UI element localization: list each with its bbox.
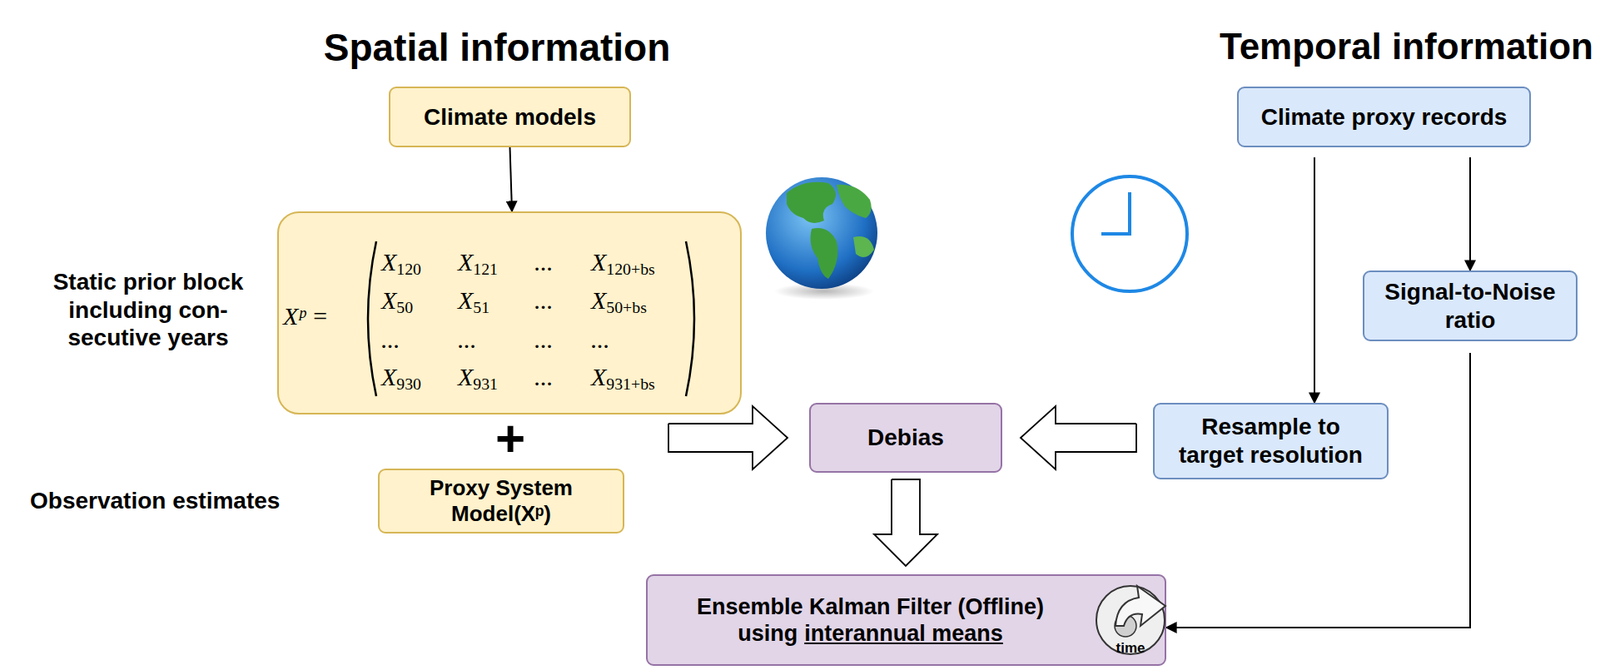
prior-block: Xᵖ =X120X121...X120+bsX50X51...X50+bs...… — [277, 211, 742, 415]
section-heading: Temporal information — [1219, 24, 1594, 70]
matrix-cell: X121 — [457, 247, 498, 284]
matrix-cell: ... — [381, 324, 401, 355]
matrix-cell: ... — [591, 324, 611, 355]
model-box: Climate models — [388, 86, 632, 148]
flow-arrow — [510, 147, 513, 212]
flow-arrow — [874, 479, 938, 567]
box-text: interannual means — [804, 621, 1004, 646]
box-text: Climate models — [423, 103, 597, 132]
matrix-cell: X51 — [457, 285, 490, 323]
clock-icon — [1072, 176, 1188, 292]
icon-label: time — [1105, 640, 1156, 657]
section-heading: Spatial information — [288, 24, 706, 71]
time-loop-icon — [1096, 586, 1166, 655]
matrix-cell: X50+bs — [591, 285, 647, 323]
flow-arrow — [668, 406, 788, 470]
matrix-cell: X120 — [381, 247, 422, 284]
box-text: Proxy System Model(Xᵖ) — [391, 475, 612, 527]
psm-box: Proxy System Model(Xᵖ) — [377, 468, 625, 534]
matrix-cell: ... — [534, 362, 554, 393]
matrix-cell: ... — [534, 324, 554, 355]
flow-arrow — [1313, 157, 1316, 403]
box-text: Debias — [867, 423, 945, 453]
flow-arrow — [1469, 157, 1471, 271]
proxy-box: Climate proxy records — [1237, 86, 1531, 148]
row-label: Observation estimates — [29, 486, 347, 516]
box-text: Ensemble Kalman Filter (Offline) — [696, 593, 1044, 621]
matrix-cell: ... — [534, 247, 554, 278]
matrix-cell: X120+bs — [591, 247, 656, 284]
resample-box: Resample to target resolution — [1152, 402, 1389, 480]
debias-box: Debias — [809, 402, 1003, 473]
box-text: Climate proxy records — [1261, 103, 1508, 132]
enkf-box: Ensemble Kalman Filter (Offline)usingint… — [645, 574, 1167, 666]
matrix-name: Xᵖ = — [283, 301, 329, 332]
matrix-cell: X931+bs — [591, 362, 656, 399]
row-label: Static prior block including con- secuti… — [23, 268, 274, 353]
flow-arrow — [1020, 406, 1137, 470]
matrix-cell: X931 — [457, 362, 498, 399]
globe-icon — [765, 177, 878, 300]
matrix-cell: ... — [457, 324, 478, 355]
matrix-brackets — [367, 241, 695, 397]
matrix-cell: X930 — [381, 362, 422, 399]
matrix-cell: ... — [534, 285, 554, 316]
box-text-line: usinginterannual means — [737, 620, 1004, 647]
box-text: Signal-to-Noise ratio — [1376, 278, 1565, 334]
box-text: using — [737, 621, 798, 646]
flow-arrow — [1166, 352, 1471, 628]
plus-sign: + — [485, 407, 536, 470]
box-text: Resample to target resolution — [1166, 412, 1376, 469]
matrix-cell: X50 — [381, 285, 413, 323]
snr-box: Signal-to-Noise ratio — [1362, 270, 1578, 342]
